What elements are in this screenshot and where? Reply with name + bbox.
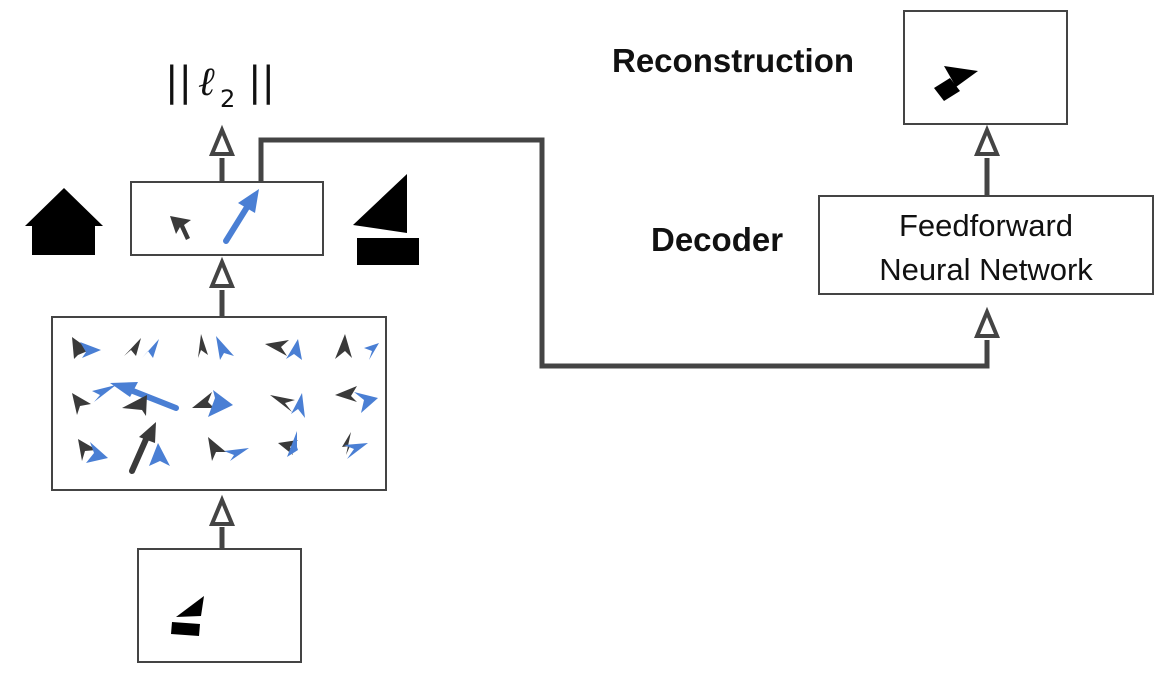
capsule-pair: [110, 382, 179, 416]
decoder-box-line1: Feedforward: [899, 208, 1073, 243]
arrow-primary-to-output: [209, 256, 235, 317]
decoder-box: Feedforward Neural Network: [818, 195, 1154, 295]
primary-capsule-arrows: [72, 334, 379, 474]
capsule-pair: [278, 431, 298, 457]
capsule-pair: [72, 337, 101, 359]
capsule-pair: [208, 437, 249, 461]
capsule-pair: [129, 422, 170, 474]
arrow-input-to-primary: [209, 494, 235, 549]
house-capsule-arrow: [170, 216, 191, 240]
capsule-output-box: [130, 181, 324, 256]
capsule-pair: [335, 334, 379, 360]
norm-subscript: 2: [220, 85, 235, 113]
reconstruction-boat-icon: [934, 66, 978, 101]
decoder-label: Decoder: [651, 221, 783, 258]
capsule-pair: [198, 334, 234, 360]
reconstruction-box: [903, 10, 1068, 125]
capsule-pair: [335, 386, 378, 413]
capsule-pair: [72, 385, 116, 415]
reconstruction-label: Reconstruction: [612, 42, 854, 79]
output-capsule-vectors: [170, 189, 259, 244]
arrow-decoder-to-reconstruction: [974, 124, 1000, 196]
decoder-box-line2: Neural Network: [879, 252, 1093, 287]
capsule-pair: [124, 338, 159, 358]
norm-ell: ℓ: [198, 59, 215, 105]
capsule-pair: [270, 393, 305, 418]
capsule-pair: [78, 439, 108, 463]
l2-norm-label: || ℓ 2 ||: [165, 59, 275, 113]
input-image-box: [137, 548, 302, 663]
boat-capsule-arrow: [223, 189, 259, 244]
capsule-pair: [192, 390, 233, 417]
capsule-pair: [265, 339, 302, 360]
input-boat-icon: [171, 596, 204, 636]
routing-connector: [258, 137, 1000, 369]
boat-icon: [353, 174, 419, 265]
capsule-pair: [342, 432, 368, 459]
house-icon: [25, 188, 103, 255]
arrow-output-to-norm: [209, 124, 235, 182]
norm-bars-right: ||: [248, 59, 275, 105]
norm-bars-left: ||: [165, 59, 192, 105]
